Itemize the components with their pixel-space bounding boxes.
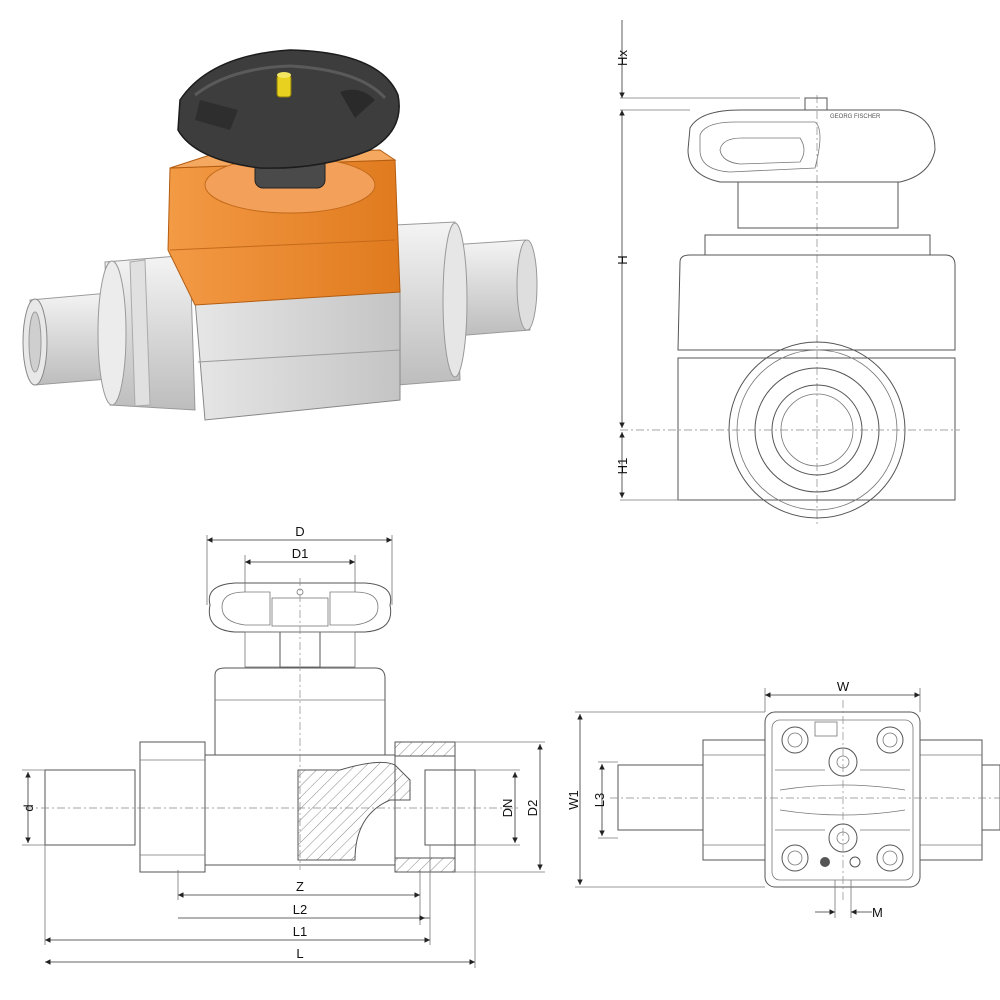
- dim-label-h: H: [615, 255, 630, 264]
- dim-label-l2: L2: [293, 902, 307, 917]
- dim-label-d1: D1: [292, 546, 309, 561]
- dim-label-z: Z: [296, 879, 304, 894]
- dim-label-d: d: [21, 804, 36, 811]
- dim-label-hx: Hx: [615, 50, 630, 66]
- dim-label-dn: DN: [500, 799, 515, 818]
- right-union-nut: [394, 221, 468, 386]
- position-indicator: [276, 74, 292, 98]
- dim-label-m: M: [872, 905, 883, 920]
- dim-label-d-outer: D: [295, 524, 304, 539]
- side-view: GEORG FISCHER Hx H H1: [615, 20, 960, 525]
- dim-label-w: W: [837, 679, 850, 694]
- handwheel: [177, 49, 400, 169]
- brand-logo-icon: [195, 100, 238, 130]
- dim-label-l1: L1: [293, 924, 307, 939]
- dim-label-h1: H1: [615, 458, 630, 475]
- dim-label-w1: W1: [566, 790, 581, 810]
- left-pipe: [22, 291, 121, 386]
- bottom-view: W W1 L3 M: [566, 679, 1000, 920]
- dim-label-l3: L3: [592, 793, 607, 807]
- valve-3d-render: [22, 49, 538, 421]
- left-union-nut: [97, 254, 196, 411]
- valve-body: [194, 289, 401, 421]
- front-view: D D1 d DN D2 Z L2 L1 L: [21, 524, 545, 968]
- side-handwheel-text: GEORG FISCHER: [830, 114, 881, 120]
- dim-label-d2: D2: [525, 800, 540, 817]
- dim-label-l: L: [296, 946, 303, 961]
